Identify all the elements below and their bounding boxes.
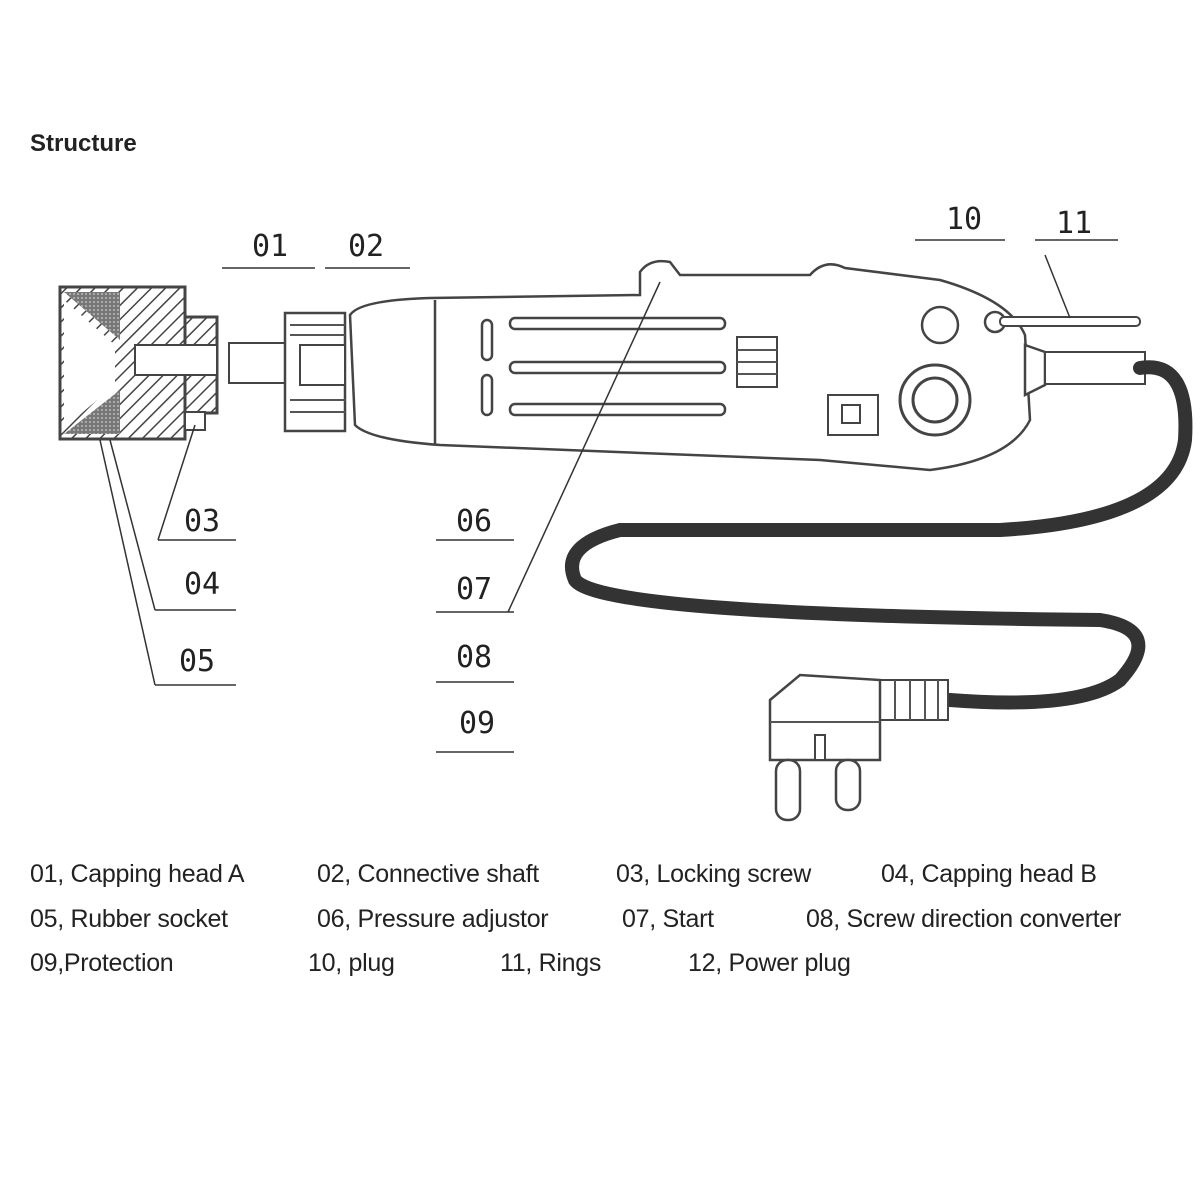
legend-item: 02, Connective shaft: [317, 860, 539, 888]
legend-item: 03, Locking screw: [616, 860, 811, 888]
legend-item: 08, Screw direction converter: [806, 905, 1122, 933]
callout-07: 07: [456, 572, 492, 607]
legend-item: 01, Capping head A: [30, 860, 245, 888]
leader-lines: [99, 239, 1118, 753]
diagram-title: Structure: [30, 130, 137, 157]
rings: [999, 316, 1141, 327]
legend-item: 12, Power plug: [688, 949, 851, 977]
tool-body: [348, 259, 1146, 472]
callout-05: 05: [179, 644, 215, 679]
callout-01: 01: [252, 229, 288, 264]
power-plug: [768, 673, 949, 822]
power-cable: [565, 360, 1193, 710]
legend-item: 04, Capping head B: [881, 860, 1097, 888]
legend-item: 05, Rubber socket: [30, 905, 228, 933]
callout-06: 06: [456, 504, 492, 539]
callout-02: 02: [348, 229, 384, 264]
legend-item: 11, Rings: [500, 949, 602, 977]
connective-shaft-collar: [283, 311, 347, 433]
legend-item: 09,Protection: [30, 949, 174, 977]
callout-09: 09: [459, 706, 495, 741]
callout-11: 11: [1056, 206, 1092, 241]
callout-03: 03: [184, 504, 220, 539]
legend-item: 07, Start: [622, 905, 714, 933]
callout-04: 04: [184, 567, 220, 602]
legend-item: 06, Pressure adjustor: [317, 905, 549, 933]
capping-head: [58, 285, 286, 441]
legend-item: 10, plug: [308, 949, 395, 977]
callout-10: 10: [946, 202, 982, 237]
callout-08: 08: [456, 640, 492, 675]
